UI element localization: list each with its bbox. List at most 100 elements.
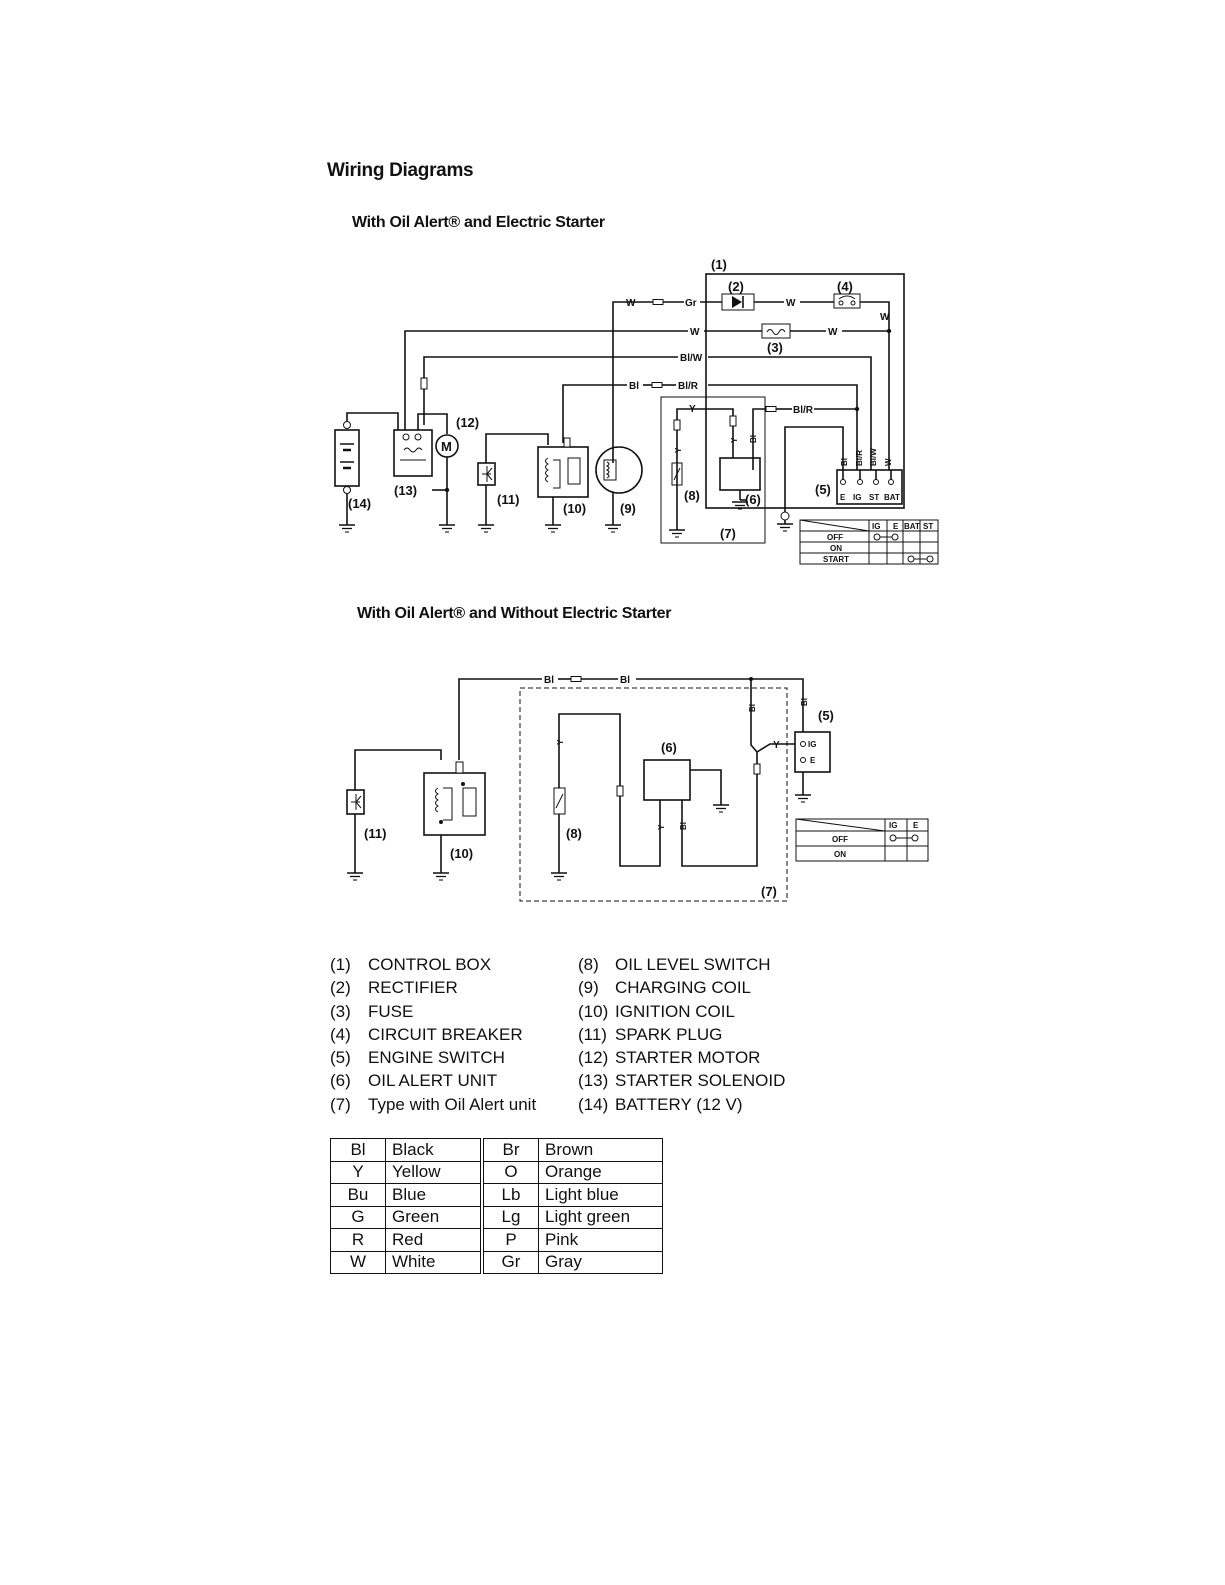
color-name: Light green	[538, 1205, 663, 1229]
wire-label-y: Y	[556, 739, 565, 745]
legend-item: (1)CONTROL BOX	[330, 953, 536, 976]
legend-num: (5)	[330, 1048, 351, 1068]
legend-item: (11) SPARK PLUG	[578, 1023, 785, 1046]
switch-col-e: E	[893, 522, 899, 531]
legend-num: (9)	[578, 978, 599, 998]
wire-label-bl: Bl	[800, 698, 809, 706]
motor-symbol: M	[441, 439, 452, 454]
color-code: R	[330, 1228, 386, 1252]
color-name: Black	[385, 1138, 484, 1162]
switch-col-ig: IG	[872, 522, 880, 531]
control-box	[705, 273, 905, 509]
legend-num: (10)	[578, 1001, 609, 1021]
wire-label-y: Y	[657, 824, 666, 830]
callout-7: (7)	[761, 884, 777, 899]
legend-num: (8)	[578, 955, 599, 974]
legend-label: ENGINE SWITCH	[368, 1048, 505, 1068]
diagram-1-subtitle: With Oil Alert® and Electric Starter	[352, 214, 605, 231]
oil-level-switch	[671, 462, 683, 486]
color-name: Brown	[538, 1138, 663, 1162]
color-code: Bu	[330, 1183, 386, 1207]
legend-num: (11)	[578, 1024, 607, 1044]
wire-label-bl: Bl	[544, 675, 554, 686]
oil-alert-unit	[643, 759, 691, 801]
callout-6: (6)	[745, 492, 761, 507]
switch-row-off: OFF	[832, 835, 848, 844]
legend-item: (5) ENGINE SWITCH	[330, 1046, 536, 1069]
oil-alert-type-box	[519, 687, 788, 902]
switch-terminal-bat: BAT	[884, 493, 900, 502]
wire-label-bl: Bl	[749, 435, 758, 443]
wire-label-w: W	[690, 327, 700, 338]
legend-item: (8)OIL LEVEL SWITCH	[578, 953, 785, 976]
switch-row-on: ON	[834, 850, 846, 859]
callout-8: (8)	[566, 826, 582, 841]
callout-5: (5)	[815, 482, 831, 497]
switch-table-1: IG E BAT ST OFF ON START	[799, 519, 939, 565]
color-code: Bl	[330, 1138, 386, 1162]
color-code: Y	[330, 1160, 386, 1184]
switch-row-start: START	[823, 555, 849, 564]
wire-label-bl: Bl	[840, 458, 849, 466]
switch-col-bat: BAT	[904, 522, 920, 531]
engine-switch	[836, 469, 903, 505]
legend-num: (6)	[330, 1071, 351, 1091]
switch-col-ig: IG	[889, 821, 897, 830]
color-code: Gr	[481, 1250, 539, 1274]
color-name: Orange	[538, 1160, 663, 1184]
wire-label-y: Y	[773, 740, 780, 751]
wire-label-gr: Gr	[685, 298, 697, 309]
color-name: Pink	[538, 1228, 663, 1252]
callout-9: (9)	[620, 501, 636, 516]
color-code-table: Bl Black Br Brown Y Yellow O Orange Bu B…	[330, 1138, 663, 1274]
color-code: O	[481, 1160, 539, 1184]
wire-label-bl: Bl	[629, 381, 639, 392]
legend-num: (3)	[330, 1001, 351, 1021]
switch-terminal-st: ST	[869, 493, 879, 502]
wire-label-y: Y	[730, 437, 739, 443]
callout-2: (2)	[728, 279, 744, 294]
color-name: White	[385, 1250, 484, 1274]
wire-label-bl-r: Bl/R	[678, 381, 699, 392]
legend-label: IGNITION COIL	[615, 1001, 735, 1021]
page-title: Wiring Diagrams	[327, 160, 474, 181]
color-name: Green	[385, 1205, 484, 1229]
wire-label-w: W	[880, 312, 890, 323]
starter-solenoid	[393, 429, 433, 477]
legend-item: (14)BATTERY (12 V)	[578, 1093, 785, 1116]
callout-6: (6)	[661, 740, 677, 755]
legend-right: (8)OIL LEVEL SWITCH (9) CHARGING COIL (10…	[578, 953, 785, 1116]
legend-num: (7)	[330, 1094, 351, 1114]
callout-12: (12)	[456, 415, 479, 430]
legend-label: SPARK PLUG	[615, 1024, 723, 1044]
wire-label-bl: Bl	[679, 822, 688, 830]
callout-10: (10)	[450, 846, 473, 861]
battery	[334, 421, 360, 494]
diagram-2: Bl Bl Bl (7) Bl Bl Y (5) IG E	[346, 675, 929, 902]
legend-left: (1)CONTROL BOX (2)RECTIFIER (3)FUSE (4)C…	[330, 953, 536, 1116]
callout-10: (10)	[563, 501, 586, 516]
color-name: Blue	[385, 1183, 484, 1207]
table-row: R Red P Pink	[330, 1228, 663, 1252]
table-row: W White Gr Gray	[330, 1250, 663, 1274]
callout-7: (7)	[720, 526, 736, 541]
legend-item: (4)CIRCUIT BREAKER	[330, 1023, 536, 1046]
color-name: Yellow	[385, 1160, 484, 1184]
diagram-2-subtitle: With Oil Alert® and Without Electric Sta…	[357, 605, 672, 622]
switch-terminal-ig: IG	[853, 493, 861, 502]
oil-alert-unit	[719, 457, 761, 491]
callout-5: (5)	[818, 708, 834, 723]
legend-item: (6)OIL ALERT UNIT	[330, 1069, 536, 1092]
legend-item: (7)Type with Oil Alert unit	[330, 1093, 536, 1116]
legend-label: CHARGING COIL	[615, 978, 752, 998]
callout-1: (1)	[711, 257, 727, 272]
legend-num: (12)	[578, 1048, 609, 1068]
color-code: Br	[481, 1138, 539, 1162]
color-code: Lb	[481, 1183, 539, 1207]
diagram-1: (1) W Gr (2) W (4) W	[334, 257, 939, 565]
wire-label-w: W	[828, 327, 838, 338]
wire-label-bl-r: Bl/R	[793, 405, 814, 416]
wire-label-bl: Bl	[748, 704, 757, 712]
color-name: Red	[385, 1228, 484, 1252]
